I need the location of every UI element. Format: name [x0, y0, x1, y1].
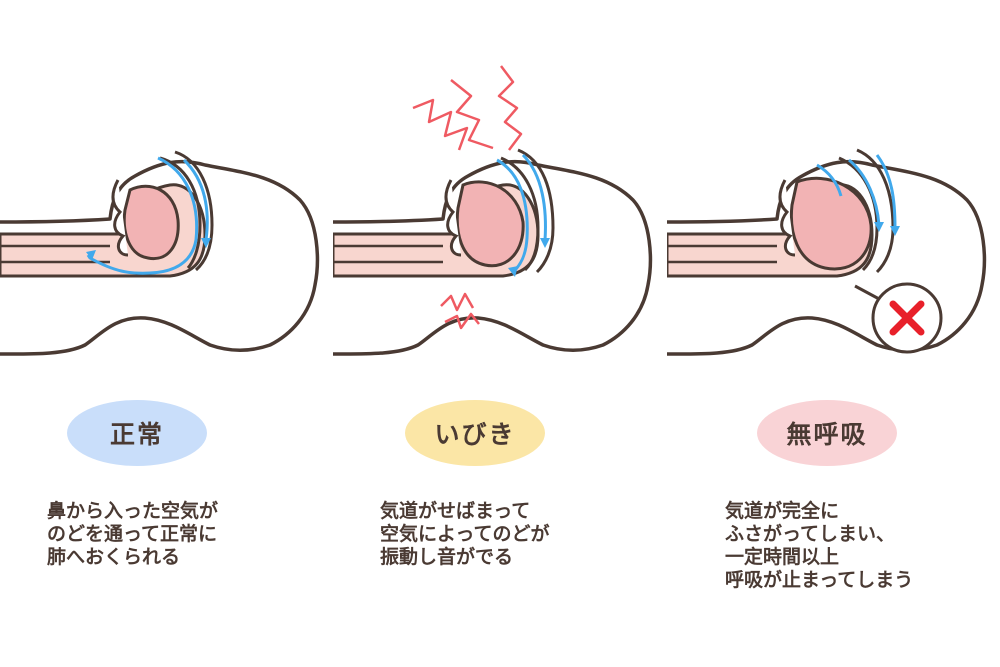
airflow-arrowhead-icon: [874, 222, 884, 232]
status-label: 無呼吸: [786, 420, 868, 449]
airflow-arrowhead-icon: [508, 266, 518, 277]
status-pill-apnea: 無呼吸: [757, 400, 897, 466]
airflow-arrowhead-icon: [86, 250, 96, 260]
airflow-arrowhead-icon: [890, 226, 900, 236]
description-apnea: 気道が完全に ふさがってしまい、 一定時間以上 呼吸が止まってしまう: [725, 500, 914, 591]
status-pill-snoring: いびき: [405, 400, 545, 466]
description-snoring: 気道がせばまって 空気によってのどが 振動し音がでる: [380, 500, 550, 568]
throat-illustration-apnea: [667, 148, 987, 356]
airflow-arrowhead-icon: [540, 238, 550, 248]
airflow-arrowhead-icon: [201, 238, 211, 248]
status-label: 正常: [109, 420, 164, 449]
panel-normal: 正常 鼻から入った空気が のどを通って正常に 肺へおくられる: [0, 0, 333, 667]
zigzag-vibration-icon: [412, 65, 523, 330]
x-mark-icon: [889, 300, 925, 336]
panel-apnea: 無呼吸 気道が完全に ふさがってしまい、 一定時間以上 呼吸が止まってしまう: [667, 0, 1000, 667]
throat-illustration-snoring: [333, 65, 653, 356]
panel-snoring: いびき 気道がせばまって 空気によってのどが 振動し音がでる: [333, 0, 666, 667]
throat-illustration-normal: [0, 150, 320, 356]
status-pill-normal: 正常: [67, 400, 207, 466]
status-label: いびき: [434, 420, 516, 449]
description-normal: 鼻から入った空気が のどを通って正常に 肺へおくられる: [47, 500, 219, 568]
